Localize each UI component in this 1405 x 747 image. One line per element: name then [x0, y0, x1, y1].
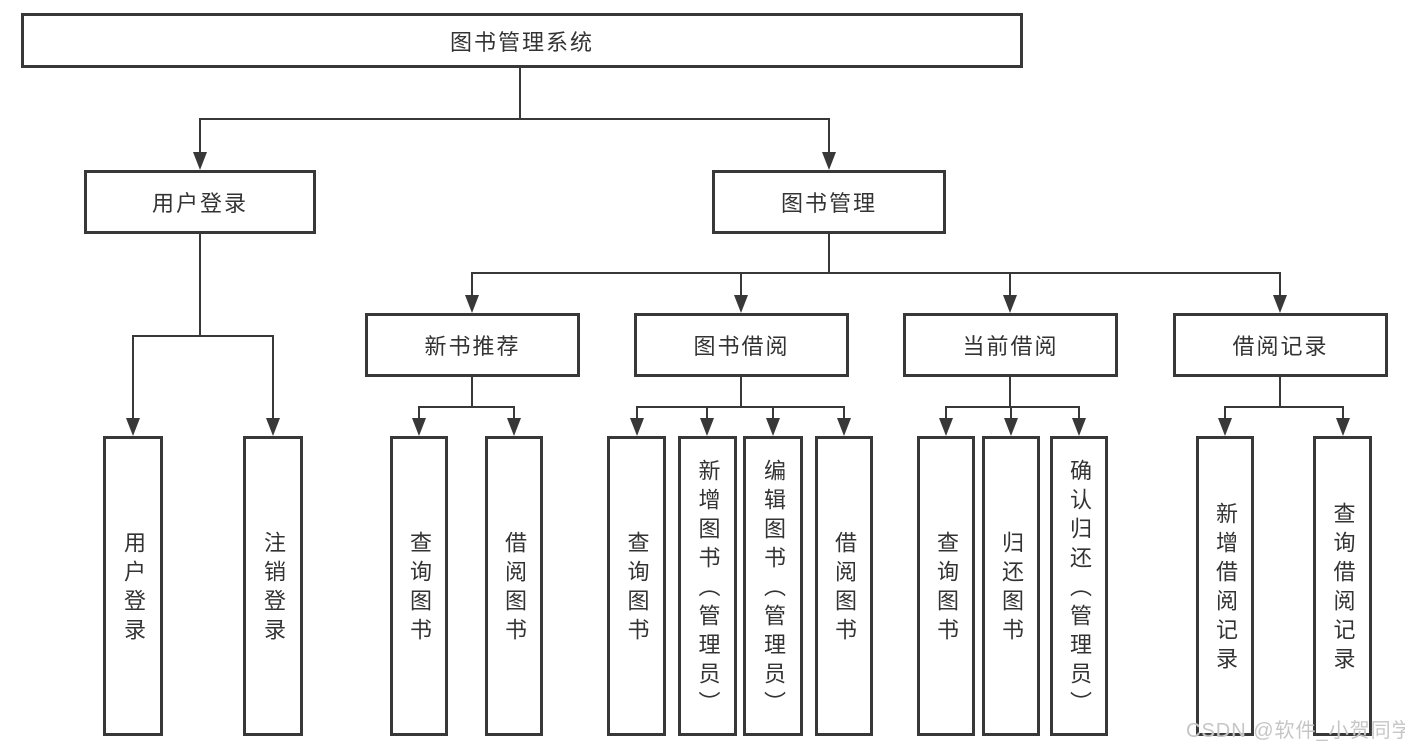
node-label: 当前借阅: [962, 334, 1059, 359]
arrowhead-down-icon: [822, 152, 836, 170]
node-label: 查询借阅记录: [1330, 502, 1356, 676]
node-label: 确认归还（管理员）: [1067, 458, 1092, 720]
connector-top-split: [199, 118, 830, 120]
arrowhead-down-icon: [465, 295, 479, 313]
arrowhead-down-icon: [766, 418, 780, 436]
connector-arrow-stem: [1279, 272, 1281, 295]
connector-group-split: [945, 406, 1080, 408]
node-label: 查询图书: [624, 531, 650, 647]
connector-login-stem: [199, 234, 201, 336]
node-library-management-system: 图书管理系统: [21, 13, 1023, 68]
arrowhead-down-icon: [837, 418, 851, 436]
node-label: 查询图书: [934, 531, 959, 647]
node-leaf-logout: 注销登录: [243, 436, 303, 736]
arrowhead-down-icon: [1004, 418, 1018, 436]
connector-arrow-stem: [272, 335, 274, 418]
node-leaf-query-books: 查询图书: [607, 436, 666, 736]
arrowhead-down-icon: [507, 418, 521, 436]
node-leaf-confirm-return-admin: 确认归还（管理员）: [1050, 436, 1108, 736]
node-label: 新书推荐: [424, 334, 521, 359]
connector-group-stem: [471, 377, 473, 406]
node-label: 用户登录: [121, 531, 146, 647]
connector-group-split: [636, 406, 845, 408]
connector-arrow-stem: [636, 406, 638, 418]
node-leaf-borrow-books: 借阅图书: [485, 436, 543, 736]
node-book-borrowing: 图书借阅: [634, 313, 849, 377]
arrowhead-down-icon: [1003, 295, 1017, 313]
node-label: 借阅图书: [832, 531, 857, 647]
arrowhead-down-icon: [939, 418, 953, 436]
arrowhead-down-icon: [630, 418, 644, 436]
arrowhead-down-icon: [700, 418, 714, 436]
connector-group-split: [418, 406, 515, 408]
connector-arrow-stem: [1010, 406, 1012, 418]
connector-group-stem: [1279, 377, 1281, 406]
connector-arrow-stem: [945, 406, 947, 418]
arrowhead-down-icon: [1336, 418, 1350, 436]
connector-arrow-stem: [740, 272, 742, 295]
node-label: 用户登录: [151, 191, 248, 216]
node-leaf-query-books: 查询图书: [917, 436, 975, 736]
node-leaf-return-books: 归还图书: [982, 436, 1040, 736]
node-new-book-recommendation: 新书推荐: [365, 313, 580, 377]
connector-arrow-stem: [1078, 406, 1080, 418]
node-leaf-query-borrow-record: 查询借阅记录: [1313, 436, 1372, 736]
connector-arrow-stem: [471, 272, 473, 295]
node-leaf-query-books: 查询图书: [390, 436, 448, 736]
arrowhead-down-icon: [266, 418, 280, 436]
node-borrowing-records: 借阅记录: [1173, 313, 1388, 377]
node-label: 借阅记录: [1232, 334, 1329, 359]
connector-login-split: [132, 335, 274, 337]
watermark: CSDN @软件_小贺同学: [1186, 720, 1405, 742]
connector-arrow-stem: [843, 406, 845, 418]
connector-root-stem: [519, 68, 521, 118]
connector-arrow-stem: [1009, 272, 1011, 295]
node-label: 图书管理系统: [449, 29, 594, 55]
node-label: 新增借阅记录: [1213, 502, 1238, 676]
node-label: 借阅图书: [502, 531, 527, 647]
node-label: 注销登录: [261, 531, 286, 647]
node-label: 图书借阅: [693, 334, 790, 359]
node-leaf-add-books-admin: 新增图书（管理员）: [678, 436, 737, 736]
connector-arrow-stem: [706, 406, 708, 418]
connector-mgmt-stem: [828, 234, 830, 272]
node-label: 图书管理: [780, 191, 877, 216]
arrowhead-down-icon: [193, 152, 207, 170]
connector-group-split: [1224, 406, 1344, 408]
node-label: 查询图书: [407, 531, 432, 647]
connector-arrow-stem: [772, 406, 774, 418]
connector-arrow-stem: [199, 118, 201, 152]
node-leaf-borrow-books: 借阅图书: [815, 436, 873, 736]
connector-group-stem: [1009, 377, 1011, 406]
arrowhead-down-icon: [126, 418, 140, 436]
node-leaf-user-login: 用户登录: [103, 436, 163, 736]
connector-arrow-stem: [418, 406, 420, 418]
arrowhead-down-icon: [1072, 418, 1086, 436]
connector-arrow-stem: [828, 118, 830, 152]
node-leaf-add-borrow-record: 新增借阅记录: [1196, 436, 1254, 736]
connector-arrow-stem: [1224, 406, 1226, 418]
connector-arrow-stem: [1342, 406, 1344, 418]
node-book-management-branch: 图书管理: [712, 170, 946, 234]
node-leaf-edit-books-admin: 编辑图书（管理员）: [743, 436, 803, 736]
connector-arrow-stem: [513, 406, 515, 418]
connector-group-stem: [740, 377, 742, 406]
node-label: 编辑图书（管理员）: [761, 458, 786, 720]
connector-mgmt-split: [471, 272, 1281, 274]
node-current-borrowing: 当前借阅: [903, 313, 1118, 377]
arrowhead-down-icon: [412, 418, 426, 436]
node-label: 新增图书（管理员）: [695, 458, 721, 720]
arrowhead-down-icon: [734, 295, 748, 313]
arrowhead-down-icon: [1273, 295, 1287, 313]
connector-arrow-stem: [132, 335, 134, 418]
node-user-login-branch: 用户登录: [84, 170, 316, 234]
arrowhead-down-icon: [1218, 418, 1232, 436]
node-label: 归还图书: [999, 531, 1024, 647]
